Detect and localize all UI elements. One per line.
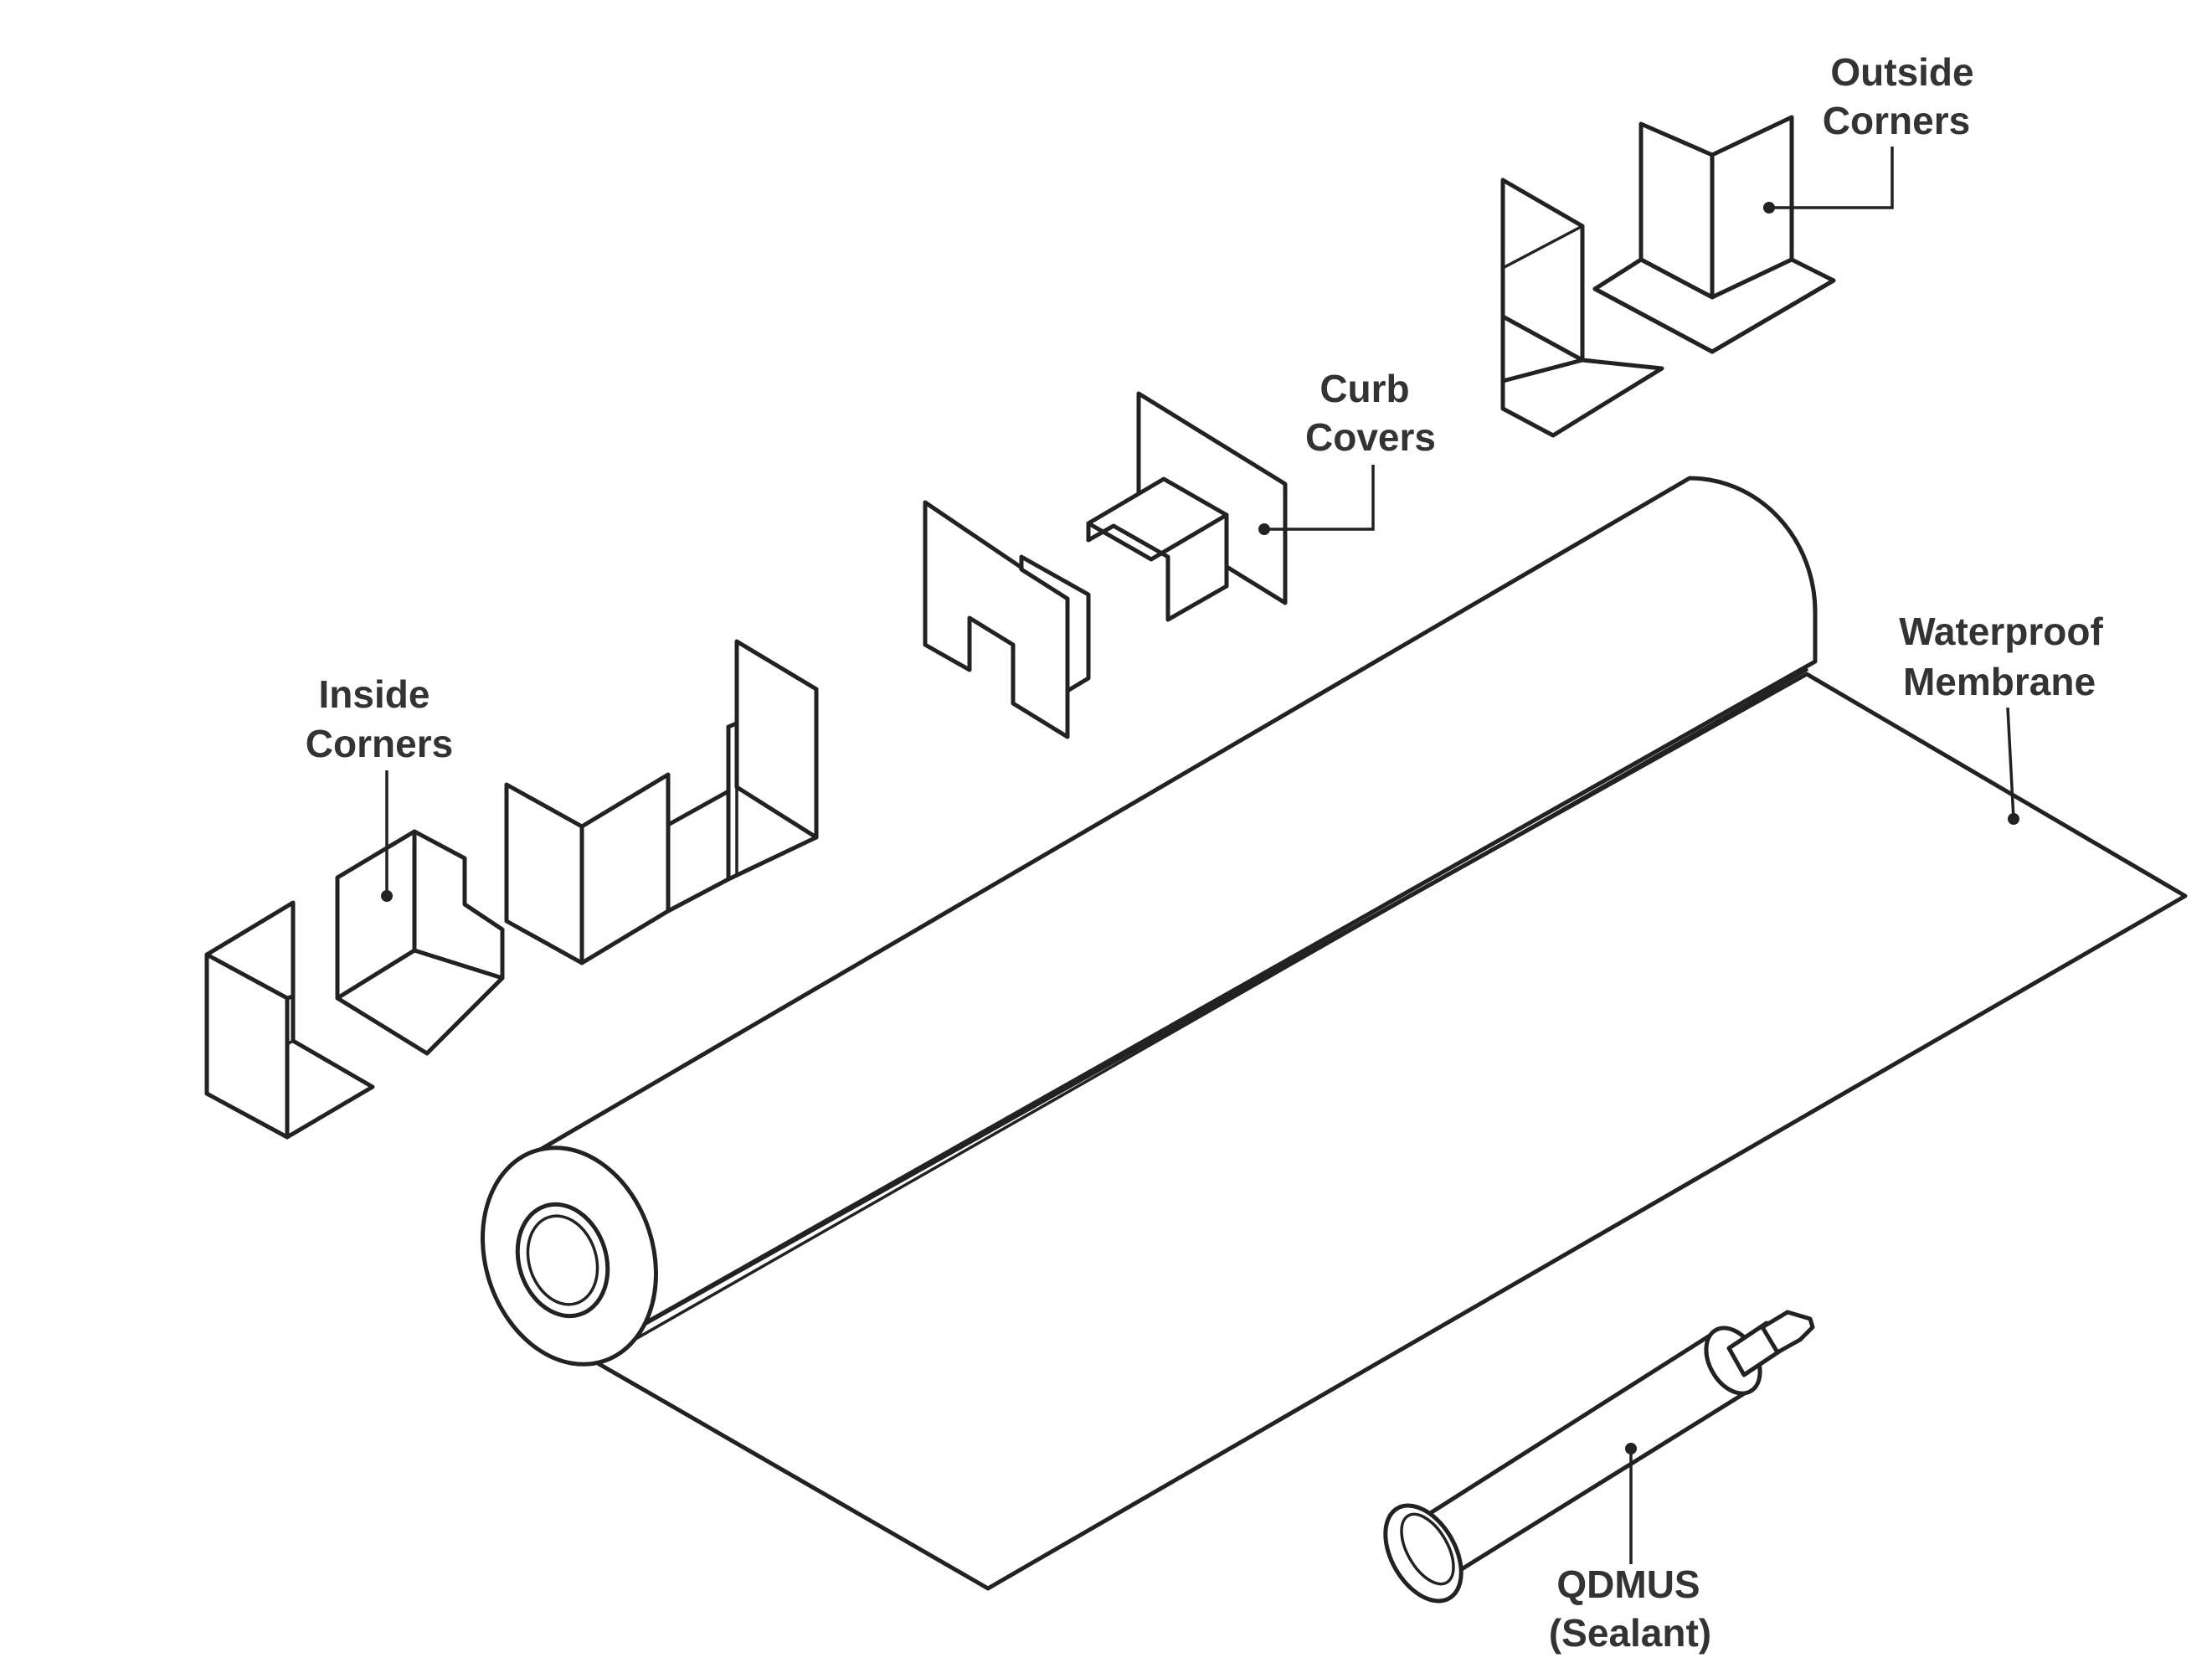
label-sealant-line2: (Sealant) [1549,1611,1711,1655]
pointer-dot [1258,523,1270,535]
label-outside-corners-line1: Outside [1830,50,1973,94]
outside-corner-piece [1500,178,1664,438]
label-waterproof-membrane: Waterproof Membrane [1899,610,2103,825]
inside-corner-piece [335,829,505,1056]
label-outside-corners: Outside Corners [1763,50,1974,214]
label-inside-corners-line2: Corners [306,722,453,765]
outside-corner-pieces [1500,115,1836,438]
pointer-dot [2008,813,2019,825]
leader-outside-corners [1769,147,1894,209]
label-inside-corners-line1: Inside [319,672,430,716]
label-waterproof-membrane-line2: Membrane [1903,660,2096,703]
membrane-roll-core-outer [515,1202,610,1319]
pointer-dot [1625,1443,1637,1454]
membrane-sheet [584,672,2188,1591]
curb-cover-piece [923,500,1091,739]
label-curb-covers-line1: Curb [1319,367,1409,410]
label-sealant: QDMUS (Sealant) [1549,1443,1711,1655]
inside-corner-pieces [204,639,819,1140]
label-curb-covers: Curb Covers [1258,367,1436,535]
membrane-roll-core-inner [526,1214,599,1306]
curb-cover-piece [1086,391,1288,622]
waterproof-membrane [481,476,2188,1591]
pointer-dot [1763,202,1775,214]
label-waterproof-membrane-line1: Waterproof [1899,610,2103,653]
pointer-dot [381,890,393,902]
curb-cover-pieces [923,391,1288,739]
leader-waterproof-membrane [2006,707,2015,820]
inside-corner-piece [204,900,375,1140]
outside-corner-piece [1592,115,1836,354]
label-outside-corners-line2: Corners [1823,99,1970,142]
inside-corner-piece [666,639,819,914]
sealant-tube [1383,1310,1815,1604]
label-curb-covers-line2: Covers [1305,415,1436,459]
membrane-roll-end [481,1145,658,1367]
label-sealant-line1: QDMUS [1556,1562,1700,1606]
membrane-roll-seam [618,668,1808,1350]
inside-corner-piece [504,772,671,965]
label-inside-corners: Inside Corners [306,672,453,902]
leader-curb-covers [1264,465,1375,531]
